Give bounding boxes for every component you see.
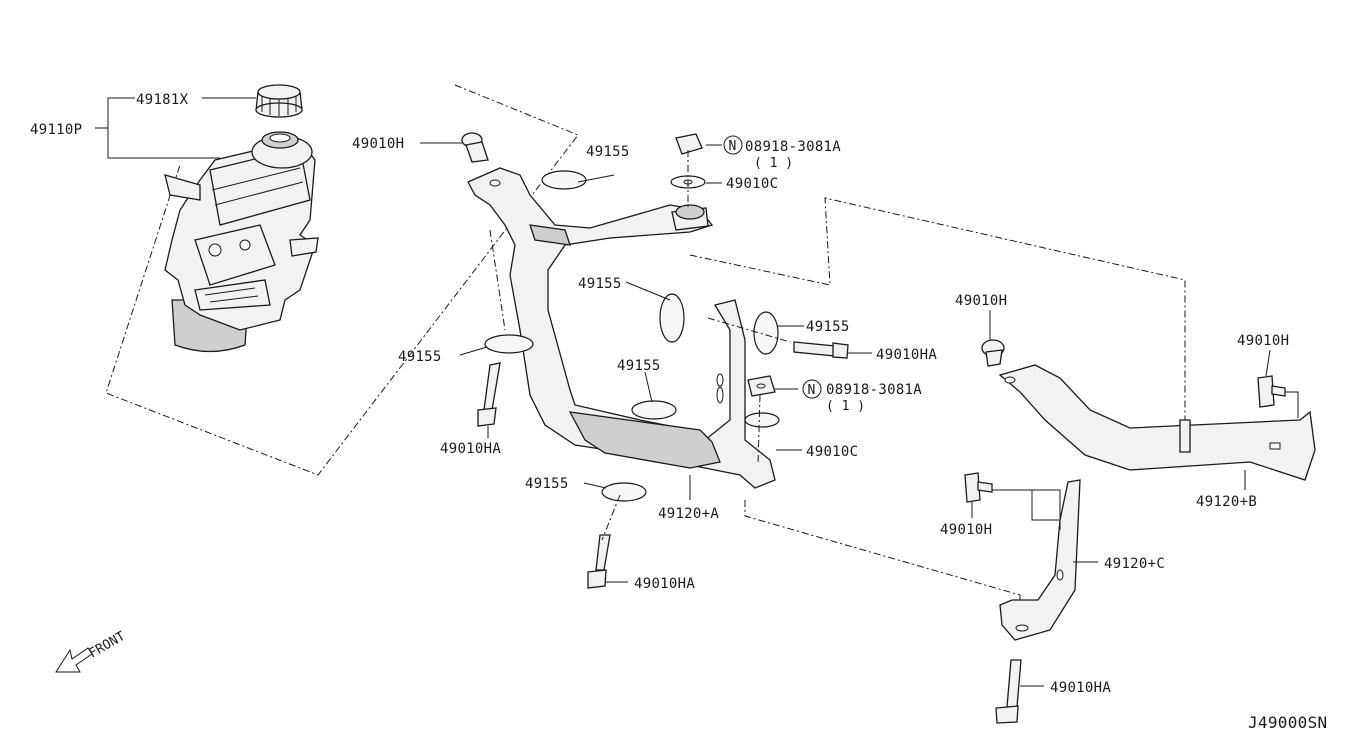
washer-49155-mid-left[interactable] xyxy=(659,293,685,343)
label-49155: 49155 xyxy=(398,349,442,365)
diagram-id: J49000SN xyxy=(1248,713,1327,732)
washer-49155-left[interactable] xyxy=(484,334,534,354)
label-49155: 49155 xyxy=(586,144,630,160)
washer-49010C-right[interactable] xyxy=(744,412,780,428)
label-49010H: 49010H xyxy=(940,522,992,538)
bracket-49120C[interactable] xyxy=(999,479,1081,641)
bolt-49010HA-mid[interactable] xyxy=(793,341,849,359)
reservoir-cap[interactable] xyxy=(255,84,303,118)
nut-symbol-label: N xyxy=(729,139,737,154)
label-49010H: 49010H xyxy=(352,136,404,152)
label-08918-3081A: 08918-3081A xyxy=(826,382,922,398)
bracket-49120B[interactable] xyxy=(998,364,1316,481)
label-08918-qty: ( 1 ) xyxy=(826,399,865,414)
connection-line-3 xyxy=(489,229,506,331)
washer-49155-bottom[interactable] xyxy=(601,482,647,502)
lower-nut[interactable] xyxy=(747,375,776,397)
connection-line-1 xyxy=(689,197,1186,420)
leader-49110P xyxy=(95,127,220,159)
washer-49155-center[interactable] xyxy=(631,400,677,420)
label-49010HA: 49010HA xyxy=(876,347,937,363)
bolt-49010H-bracketC[interactable] xyxy=(964,472,993,503)
label-49120A: 49120+A xyxy=(658,506,719,522)
connection-line-5 xyxy=(707,317,791,343)
label-49120B: 49120+B xyxy=(1196,494,1257,510)
label-49010C: 49010C xyxy=(806,444,858,460)
label-49110P: 49110P xyxy=(30,122,82,138)
label-49181X: 49181X xyxy=(136,92,189,108)
label-49010C: 49010C xyxy=(726,176,778,192)
label-49010HA: 49010HA xyxy=(440,441,501,457)
label-49010HA: 49010HA xyxy=(634,576,695,592)
label-49010H: 49010H xyxy=(1237,333,1289,349)
connection-line-6 xyxy=(757,394,761,466)
bolt-49010HA-bracketC[interactable] xyxy=(995,659,1022,724)
washer-49155-mid-right[interactable] xyxy=(753,311,779,355)
bolt-49010HA-bottom[interactable] xyxy=(587,534,611,589)
nut-symbol-label: N xyxy=(808,383,816,398)
bolt-49010HA-left[interactable] xyxy=(477,362,501,427)
label-49010H: 49010H xyxy=(955,293,1007,309)
label-49155: 49155 xyxy=(806,319,850,335)
washer-49155-top[interactable] xyxy=(541,170,587,190)
front-arrow-icon xyxy=(55,647,93,673)
connection-line-7 xyxy=(601,494,621,541)
bolt-49010H-top[interactable] xyxy=(461,132,489,163)
label-08918-3081A: 08918-3081A xyxy=(745,139,841,155)
reservoir-pump-assembly[interactable] xyxy=(164,131,319,353)
bolt-49010H-bracketB-right[interactable] xyxy=(1257,375,1286,408)
label-08918-qty: ( 1 ) xyxy=(754,156,793,171)
label-49155: 49155 xyxy=(525,476,569,492)
front-label: FRONT xyxy=(87,629,129,662)
label-49120C: 49120+C xyxy=(1104,556,1165,572)
upper-nut-stack[interactable] xyxy=(670,133,709,231)
leader-49181X xyxy=(107,97,135,128)
nut-symbol-icon xyxy=(802,379,822,399)
bracket-49120A[interactable] xyxy=(467,167,776,489)
label-49155: 49155 xyxy=(578,276,622,292)
reservoir-boundary-line xyxy=(105,84,579,476)
bolt-49010H-bracketB-left[interactable] xyxy=(981,339,1005,367)
nut-symbol-icon xyxy=(723,135,743,155)
connection-line-2 xyxy=(744,500,1021,610)
label-49010HA: 49010HA xyxy=(1050,680,1111,696)
label-49155: 49155 xyxy=(617,358,661,374)
